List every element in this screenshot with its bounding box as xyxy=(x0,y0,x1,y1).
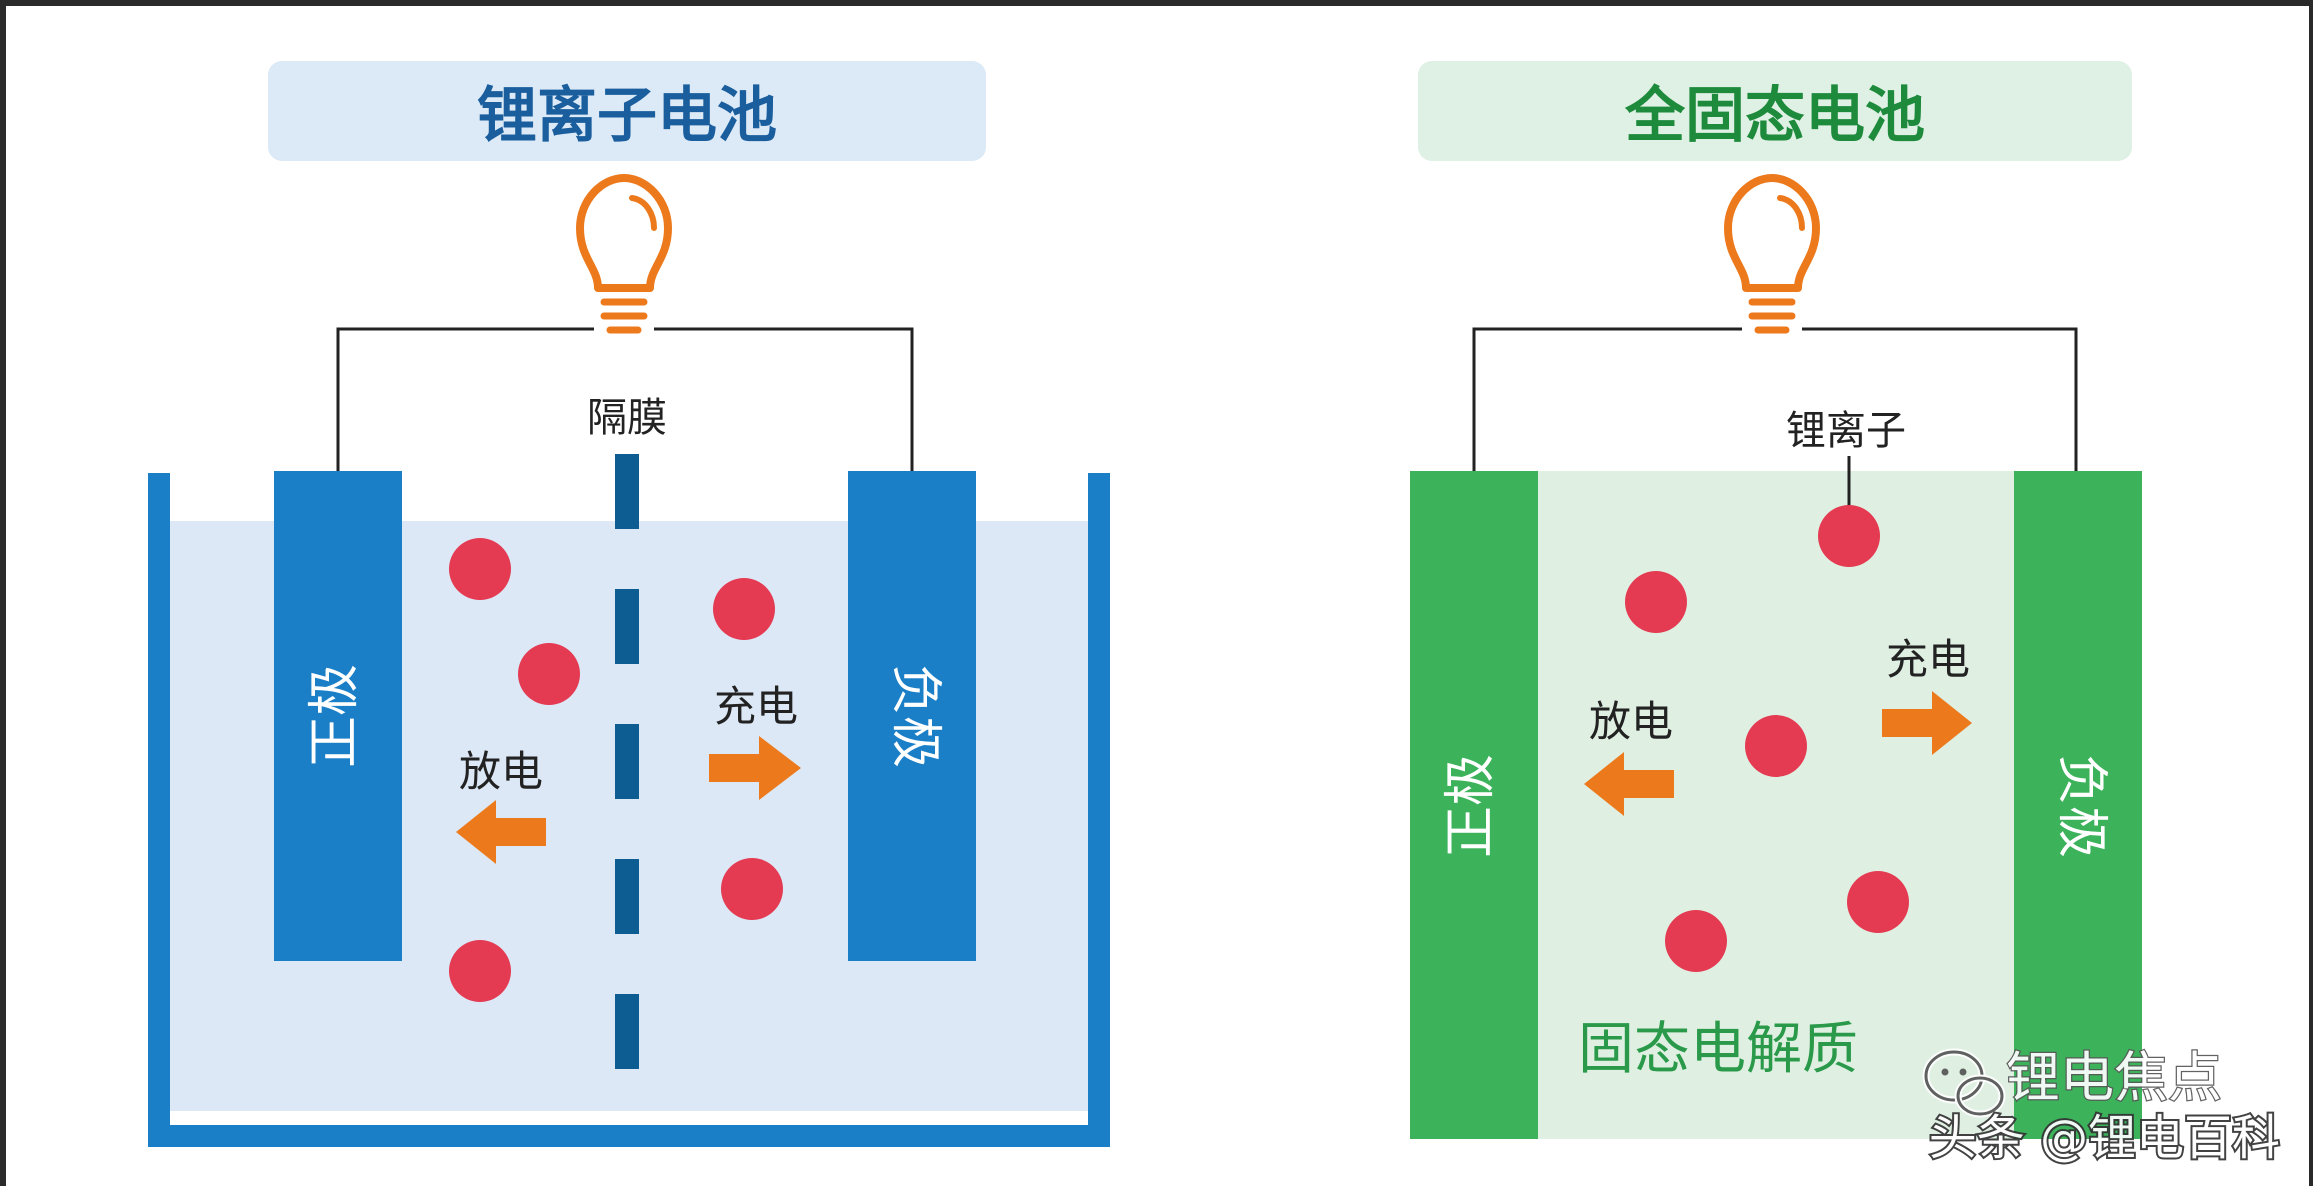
ion xyxy=(449,940,511,1002)
left-charge-label: 充电 xyxy=(714,682,798,731)
left-discharge-label: 放电 xyxy=(459,747,543,796)
ion xyxy=(1625,571,1687,633)
left-discharge-arrow-icon xyxy=(456,800,546,864)
right-charge-arrow-icon xyxy=(1882,691,1972,755)
solid-state-battery-panel: 全固态电池 正极 负极 锂离子 放电 充电 xyxy=(1410,61,2142,1139)
ion xyxy=(518,643,580,705)
battery-comparison-diagram: 锂离子电池 正极 负极 隔膜 放电 充电 xyxy=(148,61,2282,1168)
right-bulb-icon xyxy=(1724,174,1820,334)
right-electrolyte-label: 固态电解质 xyxy=(1578,1017,1858,1082)
watermark-line1: 锂电焦点 xyxy=(2006,1046,2222,1109)
right-anode-label: 负极 xyxy=(2051,754,2111,858)
right-title: 全固态电池 xyxy=(1624,81,1925,151)
right-discharge-arrow-icon xyxy=(1584,752,1674,816)
left-circuit-wire xyxy=(336,327,914,471)
left-title: 锂离子电池 xyxy=(477,81,777,151)
left-title-box xyxy=(268,61,986,161)
right-charge-label: 充电 xyxy=(1886,635,1970,684)
wechat-icon xyxy=(1922,1048,2006,1118)
left-container xyxy=(148,473,1110,1147)
ion xyxy=(449,538,511,600)
right-circuit-wire xyxy=(1472,327,2078,471)
ion xyxy=(1665,910,1727,972)
ion xyxy=(713,578,775,640)
ion xyxy=(1847,871,1909,933)
watermark: 锂电焦点 头条 @锂电百科 xyxy=(1922,1045,2282,1168)
right-discharge-label: 放电 xyxy=(1589,697,1673,746)
ion xyxy=(1818,505,1880,567)
left-anode xyxy=(848,471,976,961)
left-charge-arrow-icon xyxy=(709,736,801,800)
lithium-ion-battery-panel: 锂离子电池 正极 负极 隔膜 放电 充电 xyxy=(148,61,1110,1147)
left-anode-label: 负极 xyxy=(885,664,945,768)
left-cathode-label: 正极 xyxy=(305,664,365,768)
left-bulb-icon xyxy=(576,174,672,334)
left-cathode xyxy=(274,471,402,961)
watermark-line2: 头条 @锂电百科 xyxy=(1929,1110,2280,1166)
right-anode xyxy=(2014,471,2142,1139)
right-ion-label: 锂离子 xyxy=(1786,408,1906,454)
left-separator-label: 隔膜 xyxy=(587,395,667,441)
ion xyxy=(1745,715,1807,777)
right-cathode xyxy=(1410,471,1538,1139)
right-title-box xyxy=(1418,61,2132,161)
ion xyxy=(721,858,783,920)
right-cathode-label: 正极 xyxy=(1441,754,1501,858)
